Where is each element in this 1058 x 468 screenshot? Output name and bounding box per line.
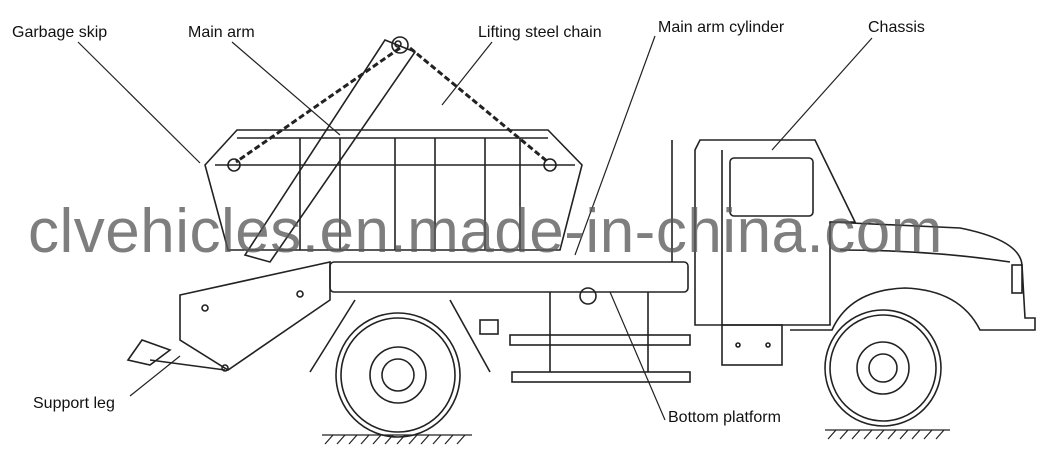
label-chassis: Chassis: [868, 19, 925, 36]
main-arm: [243, 36, 417, 263]
rear-frame: [126, 261, 331, 372]
front-wheel: [824, 309, 942, 427]
label-bottom-platform: Bottom platform: [668, 409, 781, 426]
lifting-chain: [235, 46, 549, 164]
leader-lines: [77, 35, 873, 421]
watermark: clvehicles.en.made-in-china.com: [28, 197, 943, 266]
label-garbage-skip: Garbage skip: [12, 24, 108, 41]
label-lifting-steel-chain: Lifting steel chain: [478, 24, 602, 41]
label-support-leg: Support leg: [33, 395, 115, 412]
bottom-platform: [309, 261, 691, 383]
garbage-skip: [204, 129, 583, 251]
hood: [790, 221, 1036, 331]
label-main-arm: Main arm: [188, 24, 255, 41]
ground: [322, 429, 950, 445]
label-main-arm-cylinder: Main arm cylinder: [658, 19, 785, 36]
rear-wheel: [335, 312, 461, 438]
